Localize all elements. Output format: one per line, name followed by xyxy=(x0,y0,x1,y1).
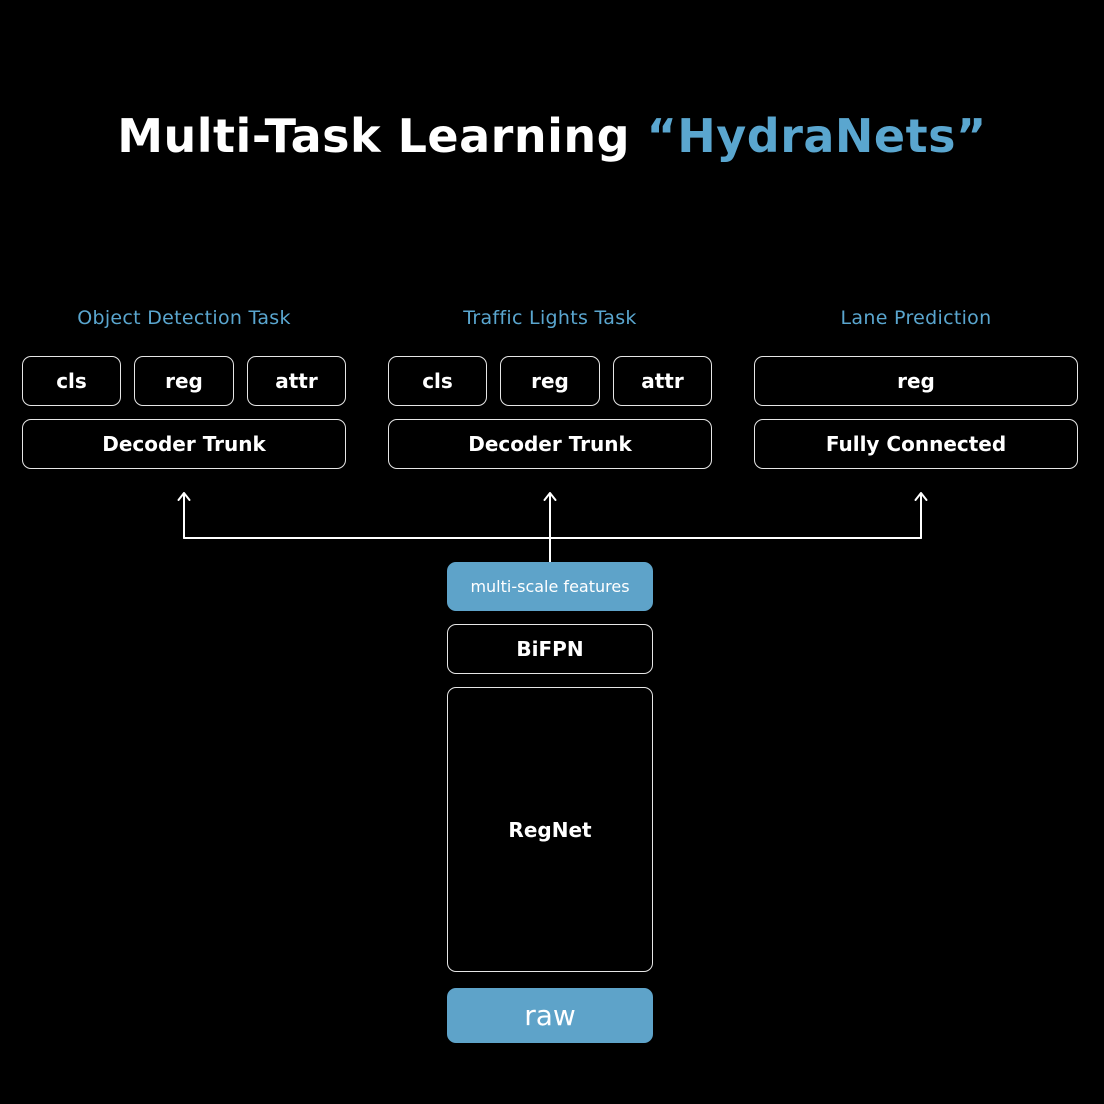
connector-arrow-lane-prediction xyxy=(914,492,928,539)
object-detection-head-attr: attr xyxy=(247,356,346,406)
slide-title: Multi-Task Learning “HydraNets” xyxy=(0,106,1104,166)
object-detection-decoder-trunk: Decoder Trunk xyxy=(22,419,346,469)
connector-arrow-object-detection xyxy=(177,492,191,539)
task-label-object-detection: Object Detection Task xyxy=(77,307,291,329)
raw-input-block: raw xyxy=(447,988,653,1043)
object-detection-head-reg: reg xyxy=(134,356,234,406)
traffic-lights-head-cls: cls xyxy=(388,356,487,406)
traffic-lights-head-reg: reg xyxy=(500,356,600,406)
bifpn-block: BiFPN xyxy=(447,624,653,674)
object-detection-head-cls: cls xyxy=(22,356,121,406)
lane-prediction-head-reg: reg xyxy=(754,356,1078,406)
lane-prediction-fully-connected: Fully Connected xyxy=(754,419,1078,469)
task-label-lane-prediction: Lane Prediction xyxy=(840,307,992,329)
title-accent: “HydraNets” xyxy=(646,109,987,163)
regnet-block: RegNet xyxy=(447,687,653,972)
title-main: Multi-Task Learning xyxy=(117,109,647,163)
traffic-lights-head-attr: attr xyxy=(613,356,712,406)
task-label-traffic-lights: Traffic Lights Task xyxy=(463,307,637,329)
multi-scale-features-block: multi-scale features xyxy=(447,562,653,611)
traffic-lights-decoder-trunk: Decoder Trunk xyxy=(388,419,712,469)
connector-arrow-traffic-lights xyxy=(543,492,557,563)
